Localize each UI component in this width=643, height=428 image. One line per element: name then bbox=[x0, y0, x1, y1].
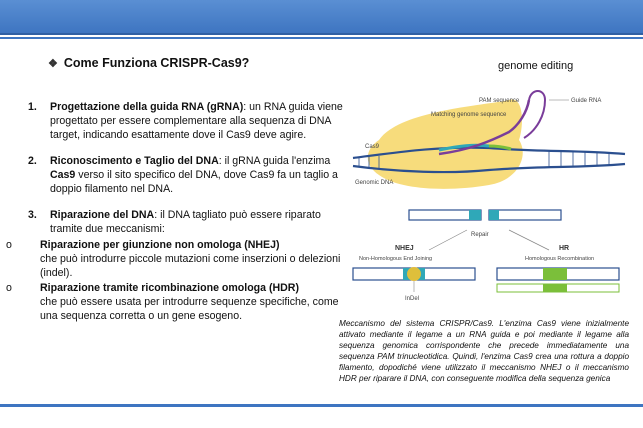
step-title: Riconoscimento e Taglio del DNA bbox=[50, 155, 219, 167]
cas9-label: Cas9 bbox=[365, 144, 380, 150]
step-text: : il DNA tagliato può essere riparato tr… bbox=[50, 209, 321, 235]
step-title: Progettazione della guida RNA (gRNA) bbox=[50, 101, 244, 113]
hr-dna bbox=[496, 267, 620, 293]
steps-list: 1. Progettazione della guida RNA (gRNA):… bbox=[6, 100, 350, 323]
hr-label: HR bbox=[559, 245, 569, 252]
cas9-protein bbox=[367, 99, 523, 189]
matching-sequence bbox=[438, 143, 490, 152]
guide-rna bbox=[438, 99, 531, 156]
step-number: 1. bbox=[28, 101, 37, 113]
figure-caption: Meccanismo del sistema CRISPR/Cas9. L'en… bbox=[339, 319, 629, 383]
nhej-dna bbox=[352, 267, 476, 281]
nhej-label: NHEJ bbox=[395, 245, 414, 252]
header-band bbox=[0, 0, 643, 35]
step-number: 3. bbox=[28, 209, 37, 221]
genomic-dna-label: Genomic DNA bbox=[355, 180, 393, 186]
matching-label: Matching genome sequence bbox=[431, 112, 507, 118]
step-text: : un RNA guida viene progettato per esse… bbox=[50, 101, 343, 141]
pam-label: PAM sequence bbox=[479, 98, 520, 104]
figure-title: genome editing bbox=[498, 60, 574, 72]
mechanism-text: che può introdurre piccole mutazioni com… bbox=[40, 253, 341, 279]
pam-site bbox=[488, 144, 512, 151]
step-2: 2. Riconoscimento e Taglio del DNA: il g… bbox=[28, 154, 350, 196]
step-3: 3. Riparazione del DNA: il DNA tagliato … bbox=[28, 208, 350, 236]
step-bold-term: Cas9 bbox=[50, 169, 76, 181]
mechanism-hdr: o Riparazione tramite ricombinazione omo… bbox=[6, 281, 350, 323]
dna-strand-top bbox=[352, 146, 626, 160]
repair-label: Repair bbox=[471, 232, 489, 238]
mechanism-nhej: o Riparazione per giunzione non omologa … bbox=[6, 238, 350, 280]
guide-rna-loop bbox=[523, 90, 547, 139]
mechanism-title: Riparazione tramite ricombinazione omolo… bbox=[40, 282, 299, 294]
step-1: 1. Progettazione della guida RNA (gRNA):… bbox=[28, 100, 350, 142]
step-number: 2. bbox=[28, 155, 37, 167]
crispr-diagram: PAM sequence Guide RNA Matching genome s… bbox=[352, 90, 626, 302]
cut-dna bbox=[408, 209, 562, 221]
indel-label: InDel bbox=[405, 296, 419, 302]
mechanism-title: Riparazione per giunzione non omologa (N… bbox=[40, 239, 280, 251]
step-title: Riparazione del DNA bbox=[50, 209, 155, 221]
diamond-bullet-icon: ❖ bbox=[48, 58, 58, 70]
guide-rna-label: Guide RNA bbox=[571, 98, 601, 104]
circle-bullet: o bbox=[6, 282, 12, 294]
step-text: : il gRNA guida l'enzima bbox=[218, 155, 331, 167]
footer-divider bbox=[0, 404, 643, 407]
heading-text: Come Funziona CRISPR-Cas9? bbox=[63, 56, 250, 70]
header-divider bbox=[0, 37, 643, 39]
step-text: verso il sito specifico del DNA, dove Ca… bbox=[50, 169, 338, 195]
hr-full-label: Homologous Recombination bbox=[525, 256, 594, 262]
dna-rungs bbox=[358, 151, 610, 168]
nhej-full-label: Non-Homologous End Joining bbox=[359, 256, 432, 262]
slide-heading: ❖ Come Funziona CRISPR-Cas9? bbox=[48, 56, 249, 70]
circle-bullet: o bbox=[6, 239, 12, 251]
mechanism-text: che può essere usata per introdurre sequ… bbox=[40, 296, 339, 322]
dna-strand-bottom bbox=[352, 162, 626, 174]
